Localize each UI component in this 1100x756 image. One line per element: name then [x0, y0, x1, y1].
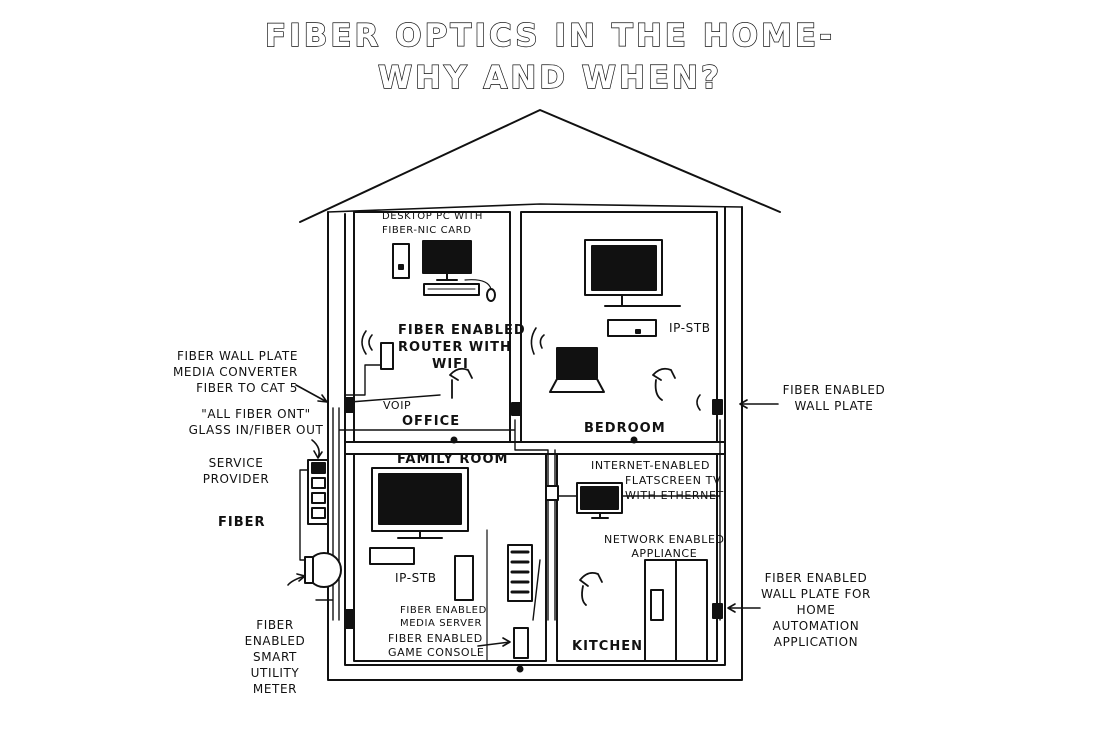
- bedroom-stb-label: IP-STB: [669, 321, 711, 335]
- appliance-label: NETWORK ENABLED APPLIANCE: [604, 533, 725, 560]
- roof-inner: [327, 203, 743, 213]
- page-title-line1: FIBER OPTICS IN THE HOME-: [264, 17, 835, 54]
- home-automation-callout: FIBER ENABLED WALL PLATE FOR HOME AUTOMA…: [761, 571, 871, 649]
- voip-label: VOIP: [383, 399, 412, 412]
- wall-plate-icon: [511, 402, 522, 416]
- office-cable: [344, 364, 441, 403]
- phone-icon: [652, 367, 676, 401]
- laptop-icon: [549, 347, 605, 393]
- room-label-kitchen: KITCHEN: [572, 639, 643, 654]
- floor-slab: [344, 441, 726, 455]
- pc-tower-icon: [392, 243, 410, 279]
- desktop-pc-label: DESKTOP PC WITH FIBER-NIC CARD: [382, 211, 483, 236]
- set-top-box-icon: [369, 547, 415, 565]
- media-server-label: FIBER ENABLED MEDIA SERVER: [400, 605, 487, 629]
- fiber-callout: FIBER: [218, 515, 266, 530]
- service-provider-callout: SERVICE PROVIDER: [202, 456, 270, 486]
- family-stb-label: IP-STB: [395, 571, 437, 585]
- media-server-icon: [454, 555, 474, 601]
- tv-icon: [371, 467, 469, 539]
- router-icon: [380, 342, 394, 370]
- tv-icon: [584, 239, 681, 307]
- room-label-family-room: FAMILY ROOM: [397, 452, 509, 467]
- wall-plate-icon: [344, 609, 355, 629]
- house-outer-wall: [327, 206, 743, 681]
- keyboard-icon: [423, 283, 480, 296]
- wall-plate-icon: [545, 485, 559, 501]
- tv-icon: [576, 482, 623, 519]
- wifi-waves-icon: [361, 330, 373, 355]
- game-console-label: FIBER ENABLED GAME CONSOLE: [388, 632, 485, 659]
- house-inner-wall: [344, 206, 726, 666]
- ont-callout: "ALL FIBER ONT" GLASS IN/FIBER OUT: [188, 407, 324, 437]
- monitor-icon: [422, 240, 472, 281]
- router-label: FIBER ENABLED ROUTER WITH WIFI: [398, 323, 526, 372]
- mouse-icon: [486, 288, 496, 302]
- wifi-waves-icon: [530, 327, 545, 355]
- fridge-icon: [644, 559, 708, 662]
- phone-icon: [449, 367, 473, 399]
- room-label-bedroom: BEDROOM: [584, 421, 666, 436]
- wall-plate-callout: FIBER ENABLED WALL PLATE: [782, 383, 886, 413]
- phone-icon: [579, 571, 603, 606]
- smart-meter-callout: FIBER ENABLED SMART UTILITY METER: [244, 618, 306, 696]
- game-console-icon: [513, 627, 529, 659]
- set-top-box-icon: [607, 319, 657, 337]
- flatscreen-tv-label: INTERNET-ENABLED FLATSCREEN TV WITH ETHE…: [591, 459, 724, 502]
- wifi-waves-icon: [696, 394, 701, 411]
- wall-plate-icon: [712, 603, 723, 619]
- utility-meter-icon: [304, 552, 342, 588]
- wall-plate-icon: [344, 397, 355, 413]
- page-title-line2: WHY AND WHEN?: [377, 59, 723, 96]
- ont-icon: [307, 459, 329, 525]
- wall-plate-converter-callout: FIBER WALL PLATE MEDIA CONVERTER FIBER T…: [172, 349, 298, 395]
- roof: [299, 109, 781, 223]
- callout-arrows: [287, 384, 779, 647]
- wall-plate-icon: [712, 399, 723, 415]
- room-label-office: OFFICE: [402, 414, 461, 429]
